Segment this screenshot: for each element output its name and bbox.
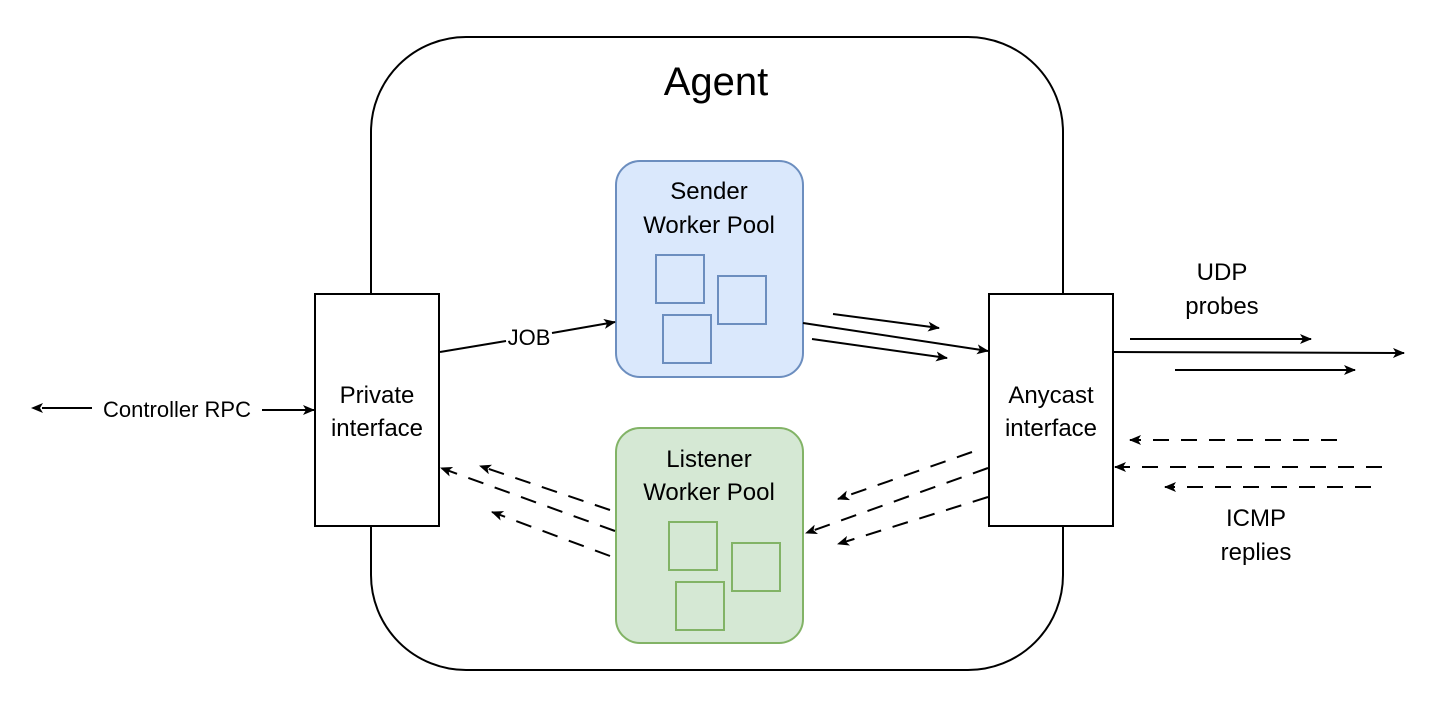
flow-arrow <box>1113 347 1405 358</box>
controller-rpc-edge: Controller RPC <box>31 397 315 422</box>
flow-arrow <box>802 322 989 355</box>
anycast-interface: Anycast interface <box>988 293 1114 527</box>
sender-pool-label-line2: Worker Pool <box>643 212 775 239</box>
anycast-to-listener-arrows <box>805 451 989 546</box>
dashed-flow-arrow <box>479 464 611 511</box>
dashed-flow-arrow <box>805 467 989 535</box>
controller-rpc-label: Controller RPC <box>103 397 251 422</box>
job-label: JOB <box>508 325 551 350</box>
sender-worker-square <box>662 314 712 364</box>
icmp-replies-label-line1: ICMP <box>1226 505 1286 532</box>
anycast-interface-label-line1: Anycast <box>1008 382 1094 409</box>
anycast-interface-label-line2: interface <box>1005 415 1097 442</box>
listener-worker-square <box>731 542 781 592</box>
udp-probes-arrows: UDP probes <box>1113 259 1405 375</box>
icmp-replies-arrows: ICMP replies <box>1114 435 1382 566</box>
sender-worker-square <box>655 254 705 304</box>
dashed-flow-arrow <box>837 451 973 501</box>
listener-worker-pool: Listener Worker Pool <box>615 427 804 644</box>
listener-pool-label-line1: Listener <box>666 446 751 473</box>
udp-probes-label-line1: UDP <box>1197 259 1248 286</box>
listener-pool-label-line2: Worker Pool <box>643 479 775 506</box>
job-edge: JOB <box>439 318 616 353</box>
flow-arrow <box>832 313 940 332</box>
private-interface-label-line1: Private <box>340 382 415 409</box>
private-interface: Private interface <box>314 293 440 527</box>
sender-pool-label-line1: Sender <box>670 178 747 205</box>
listener-worker-square <box>675 581 725 631</box>
private-interface-label-line2: interface <box>331 415 423 442</box>
icmp-replies-label-line2: replies <box>1221 539 1292 566</box>
udp-probes-label-line2: probes <box>1185 293 1258 320</box>
sender-to-anycast-arrows <box>802 313 989 362</box>
sender-worker-pool: Sender Worker Pool <box>615 160 804 378</box>
sender-worker-square <box>717 275 767 325</box>
listener-worker-square <box>668 521 718 571</box>
dashed-flow-arrow <box>491 511 611 557</box>
agent-title: Agent <box>664 60 769 104</box>
dashed-flow-arrow <box>440 467 616 532</box>
listener-to-private-arrows <box>440 464 616 557</box>
flow-arrow <box>811 338 948 362</box>
